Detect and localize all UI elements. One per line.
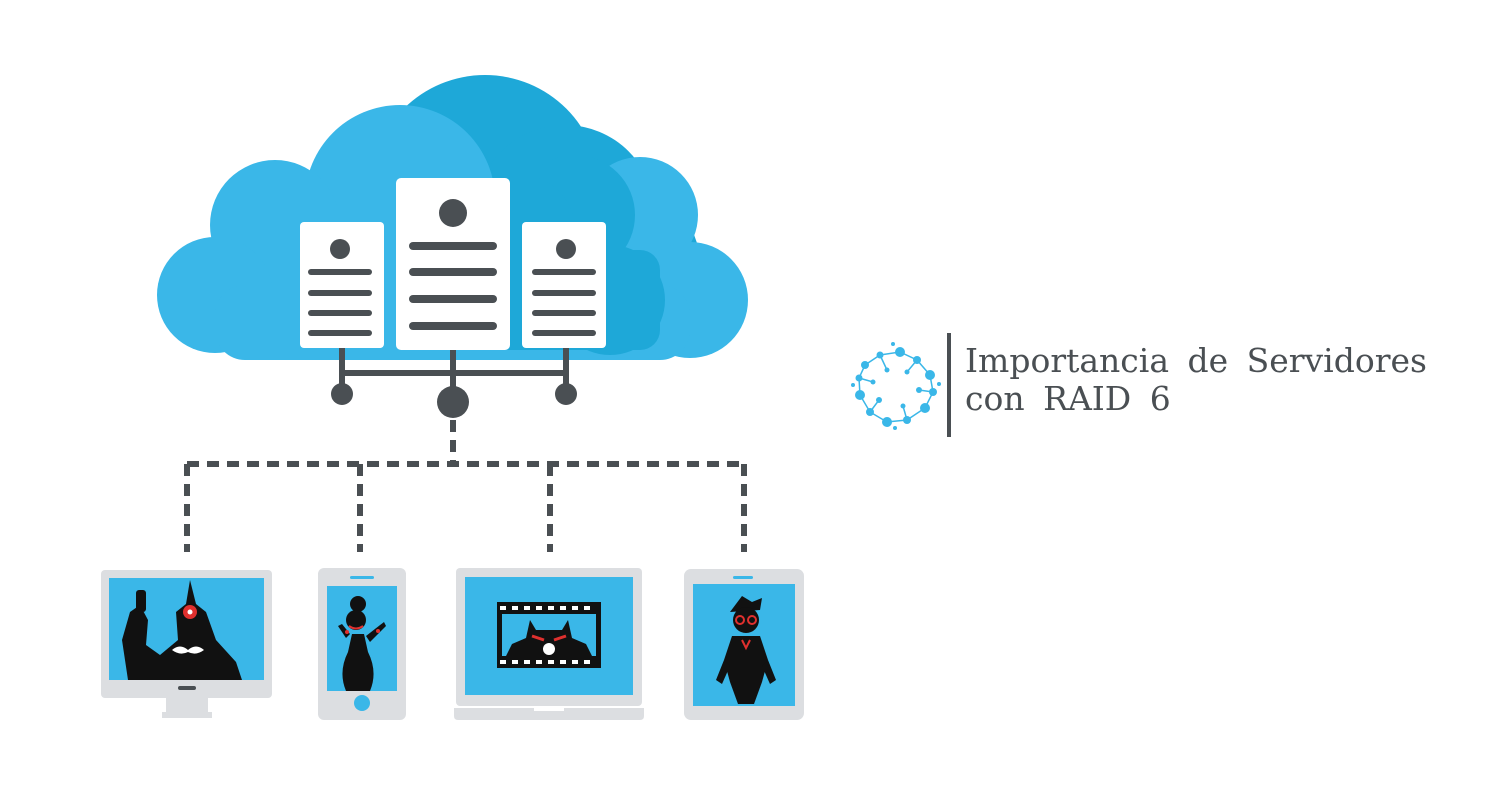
- server-icon: [522, 222, 606, 348]
- title-line-2: con RAID 6: [965, 379, 1171, 418]
- villain-silhouette: [122, 580, 242, 680]
- brand-block: Importancia de Servidores con RAID 6: [845, 330, 1445, 440]
- server-cards: [300, 178, 606, 350]
- film-strip-icon: [497, 602, 601, 668]
- desktop-monitor-icon: [101, 570, 272, 718]
- brand-divider: [947, 333, 951, 437]
- smartphone-icon: [318, 568, 406, 720]
- laptop-icon: [454, 568, 644, 720]
- connector-nodes: [331, 383, 577, 418]
- title-line-1: Importancia de Servidores: [965, 341, 1427, 380]
- network-ring-logo: [851, 342, 941, 430]
- woman-silhouette: [338, 596, 386, 691]
- server-icon: [396, 178, 510, 350]
- server-icon: [300, 222, 384, 348]
- page-title: Importancia de Servidores con RAID 6: [965, 342, 1427, 418]
- man-silhouette: [716, 596, 776, 704]
- dashed-network-lines: [184, 420, 747, 552]
- tablet-icon: [684, 569, 804, 720]
- cloud-network-diagram: [101, 75, 804, 720]
